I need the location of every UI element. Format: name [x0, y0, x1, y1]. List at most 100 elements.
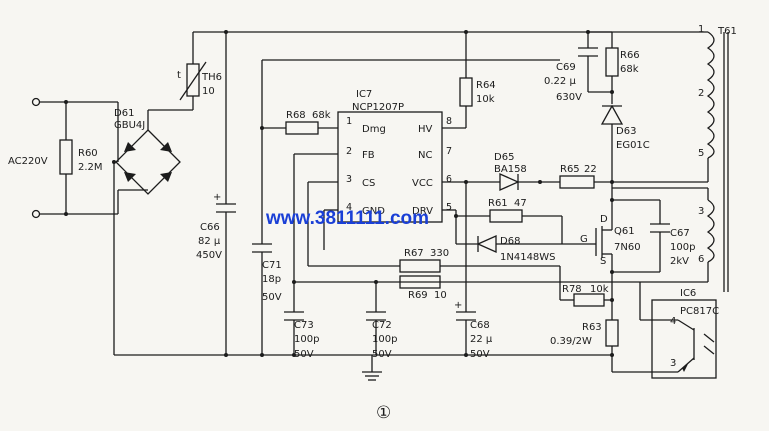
d63-ref: D63: [616, 126, 636, 137]
r65-ref: R65: [560, 164, 580, 175]
ic7-pin2-num: 2: [346, 146, 352, 157]
t61-ref: T61: [717, 26, 737, 37]
ic6-pin4: 4: [670, 316, 676, 327]
c71-voltage: 50V: [262, 292, 282, 303]
t61-pin1: 1: [698, 24, 704, 35]
ic7-pin1-name: Dmg: [362, 124, 386, 135]
d65-part: BA158: [494, 164, 527, 175]
r67-ref: R67: [404, 248, 424, 259]
ic7-pin6-name: VCC: [412, 178, 433, 189]
q61-mosfet: D G S Q61 7N60: [580, 180, 641, 320]
r69-resistor: R69 10: [399, 275, 447, 301]
c66-voltage: 450V: [196, 250, 222, 261]
ac-input-label: AC220V: [8, 156, 48, 167]
r64-resistor: R64 10k: [459, 77, 496, 107]
q61-source-label: S: [600, 256, 606, 267]
r63-ref: R63: [582, 322, 602, 333]
q61-part: 7N60: [614, 242, 641, 253]
r78-value: 10k: [590, 284, 609, 295]
ic7-pin1-num: 1: [346, 116, 352, 127]
th6-ref: TH6: [201, 72, 222, 83]
c68-ref: C68: [470, 320, 490, 331]
ic7-pin5-num: 5: [446, 202, 452, 213]
ic7-pin3-name: CS: [362, 178, 375, 189]
r78-ref: R78: [562, 284, 582, 295]
ic7-pin4-num: 4: [346, 202, 352, 213]
ic7-controller: IC7 NCP1207P 1 Dmg 2 FB 3 CS 4 GND 8 HV …: [337, 89, 452, 223]
r61-ref: R61: [488, 198, 508, 209]
c67-capacitor: C67 100p 2kV: [610, 198, 695, 274]
th6-symbol: t: [177, 70, 181, 81]
ic7-pin3-num: 3: [346, 174, 352, 185]
r68-resistor: R68 68k: [262, 110, 338, 135]
c73-value: 100p: [294, 334, 319, 345]
r78-resistor: R78 10k: [559, 266, 614, 307]
t61-pin3: 3: [698, 206, 704, 217]
r60-value: 2.2M: [78, 162, 103, 173]
d63-diode: D63 EG01C: [600, 104, 650, 182]
ic7-pin8-name: HV: [418, 124, 433, 135]
c68-voltage: 50V: [470, 349, 490, 360]
d61-ref: D61: [114, 108, 134, 119]
d68-part: 1N4148WS: [500, 252, 556, 263]
r67-value: 330: [430, 248, 449, 259]
c73-capacitor: C73 100p 50V: [284, 311, 319, 360]
svg-text:+: +: [454, 300, 462, 311]
c66-capacitor: + C66 82 µ 450V: [196, 32, 236, 357]
c66-ref: C66: [200, 222, 220, 233]
r65-resistor: R65 22: [559, 158, 709, 189]
c69-value: 0.22 µ: [544, 76, 576, 87]
ic7-ref: IC7: [356, 89, 372, 100]
c67-voltage: 2kV: [670, 256, 689, 267]
c72-value: 100p: [372, 334, 397, 345]
c73-voltage: 50V: [294, 349, 314, 360]
c72-capacitor: C72 100p 50V: [366, 280, 397, 360]
c72-ref: C72: [372, 320, 392, 331]
ic7-part: NCP1207P: [352, 102, 404, 113]
c67-value: 100p: [670, 242, 695, 253]
c69-voltage: 630V: [556, 92, 582, 103]
d65-diode: D65 BA158: [494, 152, 560, 192]
d68-ref: D68: [500, 236, 520, 247]
r63-value: 0.39/2W: [550, 336, 592, 347]
c71-value: 18p: [262, 274, 281, 285]
c71-ref: C71: [262, 260, 282, 271]
d61-bridge-rectifier: D61 GBU4J: [112, 102, 193, 355]
r63-resistor: R63 0.39/2W: [550, 319, 678, 373]
ic6-pin3: 3: [670, 358, 676, 369]
c68-capacitor: + C68 22 µ 50V: [454, 300, 493, 360]
c67-ref: C67: [670, 228, 690, 239]
svg-text:+: +: [213, 192, 221, 203]
th6-thermistor: t TH6 10: [177, 32, 222, 110]
r64-ref: R64: [476, 80, 496, 91]
r69-value: 10: [434, 290, 447, 301]
figure-number: ①: [376, 403, 391, 423]
c69-ref: C69: [556, 62, 576, 73]
ground-symbol: [362, 355, 382, 381]
d63-part: EG01C: [616, 140, 650, 151]
r61-value: 47: [514, 198, 527, 209]
r68-ref: R68: [286, 110, 306, 121]
t61-transformer: T61 1 2 5 3 6: [612, 24, 737, 292]
th6-value: 10: [202, 86, 215, 97]
watermark: www.3811111.com: [265, 208, 429, 229]
c73-ref: C73: [294, 320, 314, 331]
r60-ref: R60: [78, 148, 98, 159]
r66-resistor: R66 68k: [588, 31, 640, 104]
r64-value: 10k: [476, 94, 495, 105]
ic7-pin8-num: 8: [446, 116, 452, 127]
ic6-part: PC817C: [680, 306, 719, 317]
c68-value: 22 µ: [470, 334, 493, 345]
ic6-ref: IC6: [680, 288, 696, 299]
r66-ref: R66: [620, 50, 640, 61]
ic7-pin6-num: 6: [446, 174, 452, 185]
d68-diode: D68 1N4148WS: [456, 234, 590, 263]
r66-value: 68k: [620, 64, 639, 75]
t61-pin2: 2: [698, 88, 704, 99]
d65-ref: D65: [494, 152, 514, 163]
r61-resistor: R61 47: [488, 198, 563, 244]
ic7-pin4-name: GND: [362, 206, 385, 217]
r65-value: 22: [584, 164, 597, 175]
